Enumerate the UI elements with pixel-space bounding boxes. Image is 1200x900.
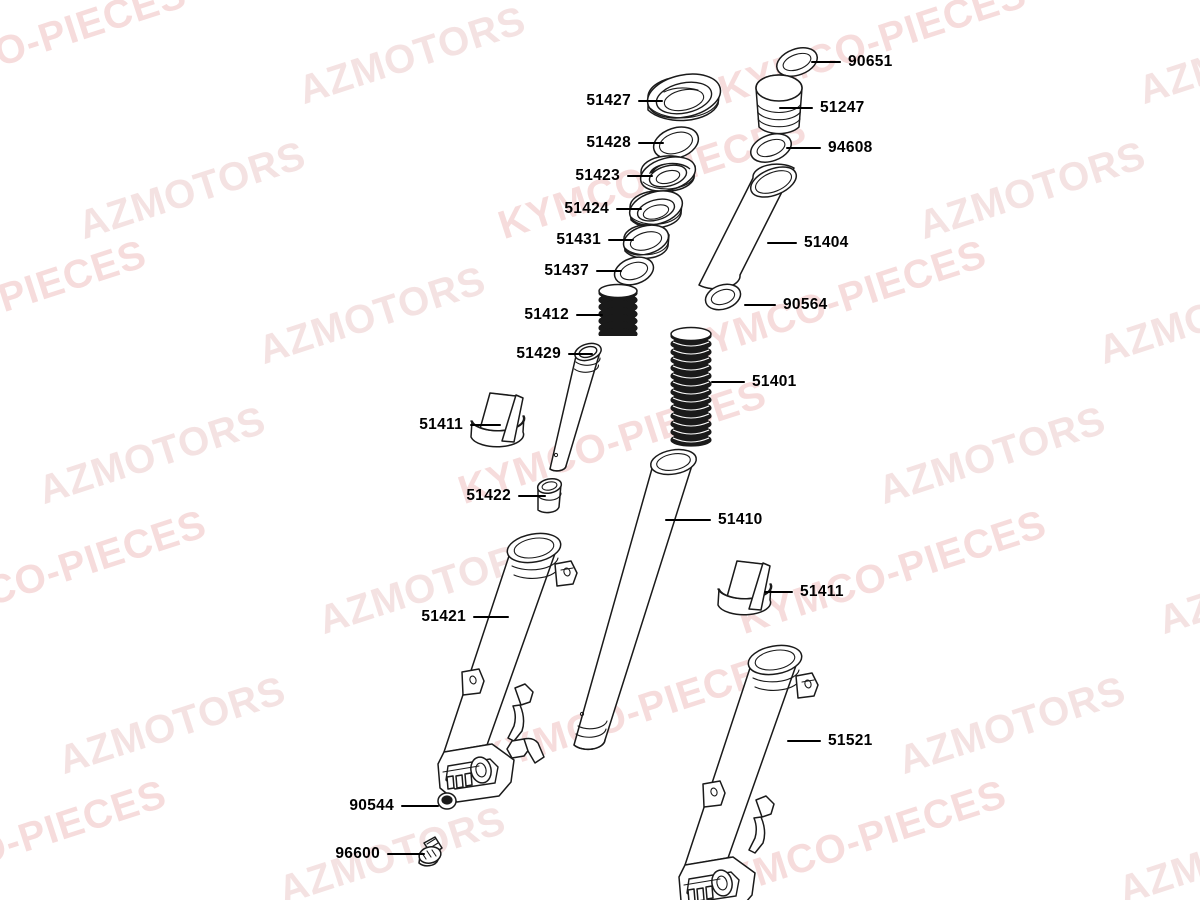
part-51404-spacer-tube: [698, 163, 798, 290]
part-90651-oring: [776, 47, 818, 77]
part-51422-rebound-stopper: [536, 477, 563, 514]
part-51247-fork-cap-bolt: [755, 74, 803, 135]
part-label-damper-rod: 51429: [516, 345, 561, 362]
part-label-fork-slider-left: 51421: [421, 608, 466, 625]
part-label-inner-fork-tube: 51410: [718, 511, 763, 528]
part-label-fork-slider-right: 51521: [828, 732, 873, 749]
part-label-fork-cap-bolt: 51247: [820, 99, 865, 116]
part-label-bolt: 96600: [335, 845, 380, 862]
part-51431-guide-bushing: [622, 224, 670, 259]
part-51401-fork-spring: [670, 326, 712, 447]
part-label-dust-seal: 51427: [586, 92, 631, 109]
part-label-o-ring: 90651: [848, 53, 893, 70]
part-label-o-ring: 94608: [828, 139, 873, 156]
part-label-spring-spacer-tube: 51404: [804, 234, 849, 251]
part-label-guide-bushing: 51431: [556, 231, 601, 248]
part-label-back-up-ring: 51424: [564, 200, 609, 217]
part-51423-oil-seal: [639, 155, 697, 192]
part-51410-inner-tube: [573, 448, 697, 751]
part-94608-oring: [750, 133, 792, 163]
leader-lines: [387, 61, 841, 855]
part-51411-spring-seat-right: [717, 560, 773, 616]
part-51427-dust-seal: [646, 73, 722, 122]
part-label-oil-seal: 51423: [575, 167, 620, 184]
part-90564-washer: [704, 283, 742, 311]
part-label-spring-seat-left: 51411: [419, 416, 463, 433]
part-label-rebound-spring: 51412: [524, 306, 569, 323]
part-96600-bolt: [418, 836, 443, 867]
part-label-rebound-stopper: 51422: [466, 487, 511, 504]
part-label-washer-small: 90544: [349, 797, 394, 814]
part-90544-washer: [437, 792, 457, 810]
part-51521-fork-slider-right: [678, 644, 819, 900]
part-label-slide-bushing: 51437: [544, 262, 589, 279]
part-label-spring-seat-right: 51411: [800, 583, 844, 600]
part-51421-fork-slider-left: [437, 532, 578, 803]
part-51437-slide-bushing: [613, 256, 655, 286]
part-51424-backup-ring: [628, 190, 684, 229]
part-label-washer: 90564: [783, 296, 828, 313]
part-label-fork-spring: 51401: [752, 373, 797, 390]
part-51412-rebound-spring: [598, 283, 638, 336]
part-label-stopper-ring: 51428: [586, 134, 631, 151]
